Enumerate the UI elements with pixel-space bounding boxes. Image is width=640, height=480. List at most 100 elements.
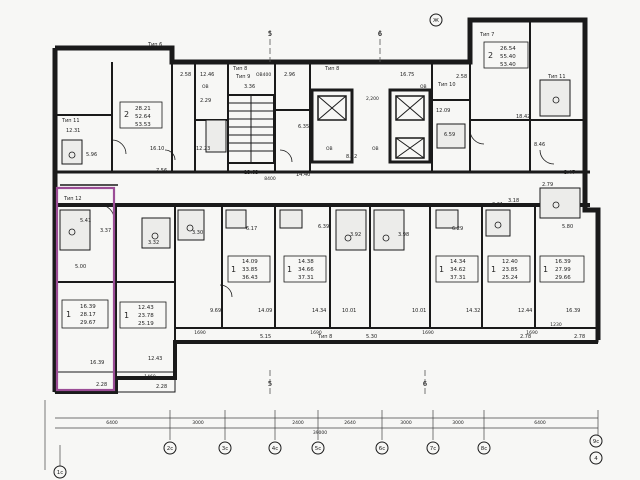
- section-mark-top-right: 6: [378, 30, 383, 38]
- full-area: 53.40: [500, 62, 516, 68]
- room-area: 7.56: [156, 168, 167, 174]
- service-label: ОВ: [202, 84, 209, 90]
- room-area: 14.40: [296, 172, 310, 178]
- room-area: 14.09: [258, 308, 272, 314]
- service-label: ОВ: [372, 146, 379, 152]
- room-area: 6.29: [452, 226, 463, 232]
- apartment-a12b[interactable]: 1 12.43 23.78 25.19: [119, 301, 167, 329]
- axis-bubble-5c: [311, 441, 325, 455]
- full-area: 29.67: [80, 320, 96, 326]
- type-label-10: Тип 10: [437, 82, 456, 88]
- rooms: 2: [488, 51, 493, 60]
- elevator-shafts: [317, 95, 425, 159]
- apartment-b5[interactable]: 1 16.39 27.99 29.66: [539, 255, 585, 283]
- room-area: 18.42: [516, 114, 530, 120]
- room-area: 2.78: [574, 334, 585, 340]
- total-area: 23.85: [502, 267, 518, 273]
- type-label-8c: Тип 8: [317, 334, 332, 340]
- axis-bubble-zh: [429, 13, 443, 27]
- full-area: 25.19: [138, 321, 154, 327]
- bathroom-blocks: [59, 79, 581, 251]
- room-area: 12.43: [148, 356, 162, 362]
- rooms: 1: [439, 265, 444, 274]
- rooms: 1: [287, 265, 292, 274]
- dimension-text: 6400: [534, 420, 546, 426]
- room-area: 2.96: [284, 72, 295, 78]
- room-area: 10.01: [412, 308, 426, 314]
- room-area: 8.72: [346, 154, 357, 160]
- type-label-11b: Тип 11: [547, 74, 566, 80]
- living-area: 12.40: [502, 259, 518, 265]
- room-area: 9.69: [210, 308, 221, 314]
- apartment-b4[interactable]: 1 12.40 23.85 25.24: [487, 255, 531, 283]
- service-label: ОВ400: [256, 72, 271, 78]
- room-area: 16.75: [400, 72, 414, 78]
- total-area: 23.78: [138, 313, 154, 319]
- axis-label-3c: 3c: [222, 446, 229, 452]
- room-area: 16.39: [90, 360, 104, 366]
- axis-bubble-8c: [477, 441, 491, 455]
- axis-bubbles: [53, 13, 603, 479]
- axis-label-zh: Ж: [433, 18, 439, 24]
- type-label-7: Тип 7: [479, 32, 494, 38]
- room-area: 2.29: [200, 98, 211, 104]
- room-area: 2.28: [156, 384, 167, 390]
- type-label-11a: Тип 11: [61, 118, 80, 124]
- living-area: 14.38: [298, 259, 314, 265]
- total-area: 34.62: [450, 267, 466, 273]
- dimension-text: 1690: [310, 330, 322, 336]
- room-area: 5.00: [75, 264, 86, 270]
- apartment-a12[interactable]: 1 16.39 28.17 29.67: [61, 299, 109, 329]
- dimension-text: 1690: [194, 330, 206, 336]
- full-area: 53.53: [135, 122, 151, 128]
- axis-bubble-6c: [375, 441, 389, 455]
- room-area: 5.96: [86, 152, 97, 158]
- axis-bubble-3c: [218, 441, 232, 455]
- type-labels: Тип 6 Тип 7 Тип 9 Тип 10 Тип 11 Тип 11 Т…: [61, 32, 566, 340]
- apartment-b3[interactable]: 1 14.34 34.62 37.31: [435, 255, 479, 283]
- dimension-text: 3000: [400, 420, 412, 426]
- total-area: 34.66: [298, 267, 314, 273]
- full-area: 37.31: [450, 275, 466, 281]
- axis-bubble-4c: [268, 441, 282, 455]
- section-mark-bottom-right: 6: [423, 380, 428, 388]
- type-label-8a: Тип 8: [232, 66, 247, 72]
- room-area: 2.58: [180, 72, 191, 78]
- axis-bubble-2c: [163, 441, 177, 455]
- axis-bubble-7c: [426, 441, 440, 455]
- axis-bubble-9c: [589, 434, 603, 448]
- service-label: 2,200: [366, 96, 379, 102]
- dimension-text: 3000: [452, 420, 464, 426]
- room-area-labels: 12.31 5.96 16.10 7.56 2.58 12.46 2.29 12…: [66, 72, 585, 390]
- corridor-walls: [55, 170, 590, 207]
- room-area: 13.63: [244, 170, 258, 176]
- dimension-text: 1690: [422, 330, 434, 336]
- room-area: 16.10: [150, 146, 164, 152]
- living-area: 16.39: [555, 259, 571, 265]
- apartment-b2[interactable]: 1 14.38 34.66 37.31: [283, 255, 327, 283]
- stair: [227, 94, 275, 164]
- rooms: 1: [66, 310, 71, 319]
- total-area: 27.99: [555, 267, 571, 273]
- apartment-a7[interactable]: 2 26.54 55.40 53.40: [483, 41, 529, 69]
- service-label: ОВ: [326, 146, 333, 152]
- apartment-b1[interactable]: 1 14.09 33.85 36.43: [227, 255, 271, 283]
- apartment-a6[interactable]: 2 28.21 52.64 53.53: [119, 101, 163, 129]
- rooms: 1: [543, 265, 548, 274]
- full-area: 25.24: [502, 275, 518, 281]
- total-area: 33.85: [242, 267, 258, 273]
- room-area: 14.32: [466, 308, 480, 314]
- dimension-text: 1230: [550, 322, 562, 328]
- room-area: 2.28: [96, 382, 107, 388]
- axis-bubble-1c: [53, 465, 67, 479]
- room-area: 10.01: [342, 308, 356, 314]
- room-area: 8.46: [534, 142, 545, 148]
- selected-apartment-outline[interactable]: [55, 186, 116, 392]
- section-mark-top-left: 5: [268, 30, 272, 38]
- fixtures: [68, 96, 560, 242]
- axis-label-4c: 4c: [272, 446, 279, 452]
- axis-bubble-4: [589, 451, 603, 465]
- door-arcs: [99, 129, 555, 298]
